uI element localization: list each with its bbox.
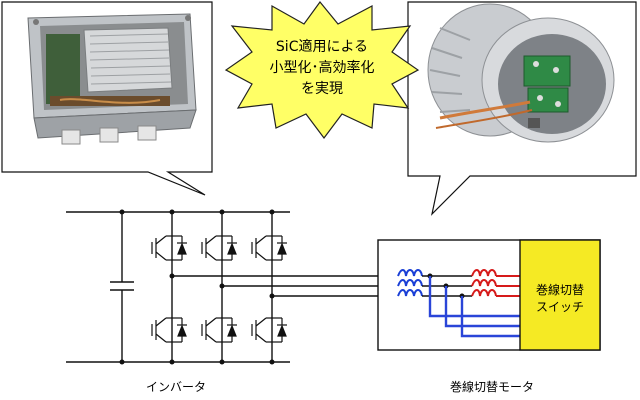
switch-label-line-2: スイッチ [535, 300, 584, 314]
red-coils [471, 269, 497, 297]
blue-coils [397, 269, 423, 297]
winding-switch-box [519, 239, 601, 351]
red-coil-leads [496, 275, 520, 297]
inverter-caption: インバータ [146, 380, 207, 394]
motor-caption: 巻線切替モータ [450, 380, 535, 394]
igbt-switches [151, 235, 287, 343]
burst-text-line-3: を実現 [301, 81, 343, 97]
inverter-circuit [66, 211, 290, 363]
motor-photo [427, 3, 615, 143]
burst-text-line-1: SiC適用による [275, 39, 369, 55]
switch-label-line-1: 巻線切替 [535, 283, 584, 297]
burst-shape [224, 1, 420, 139]
burst-text-line-2: 小型化･高効率化 [269, 60, 375, 76]
blue-switch-wires [428, 276, 520, 338]
circuit-nodes [119, 209, 275, 365]
inverter-photo [27, 13, 197, 145]
phase-output-lines [172, 275, 398, 297]
